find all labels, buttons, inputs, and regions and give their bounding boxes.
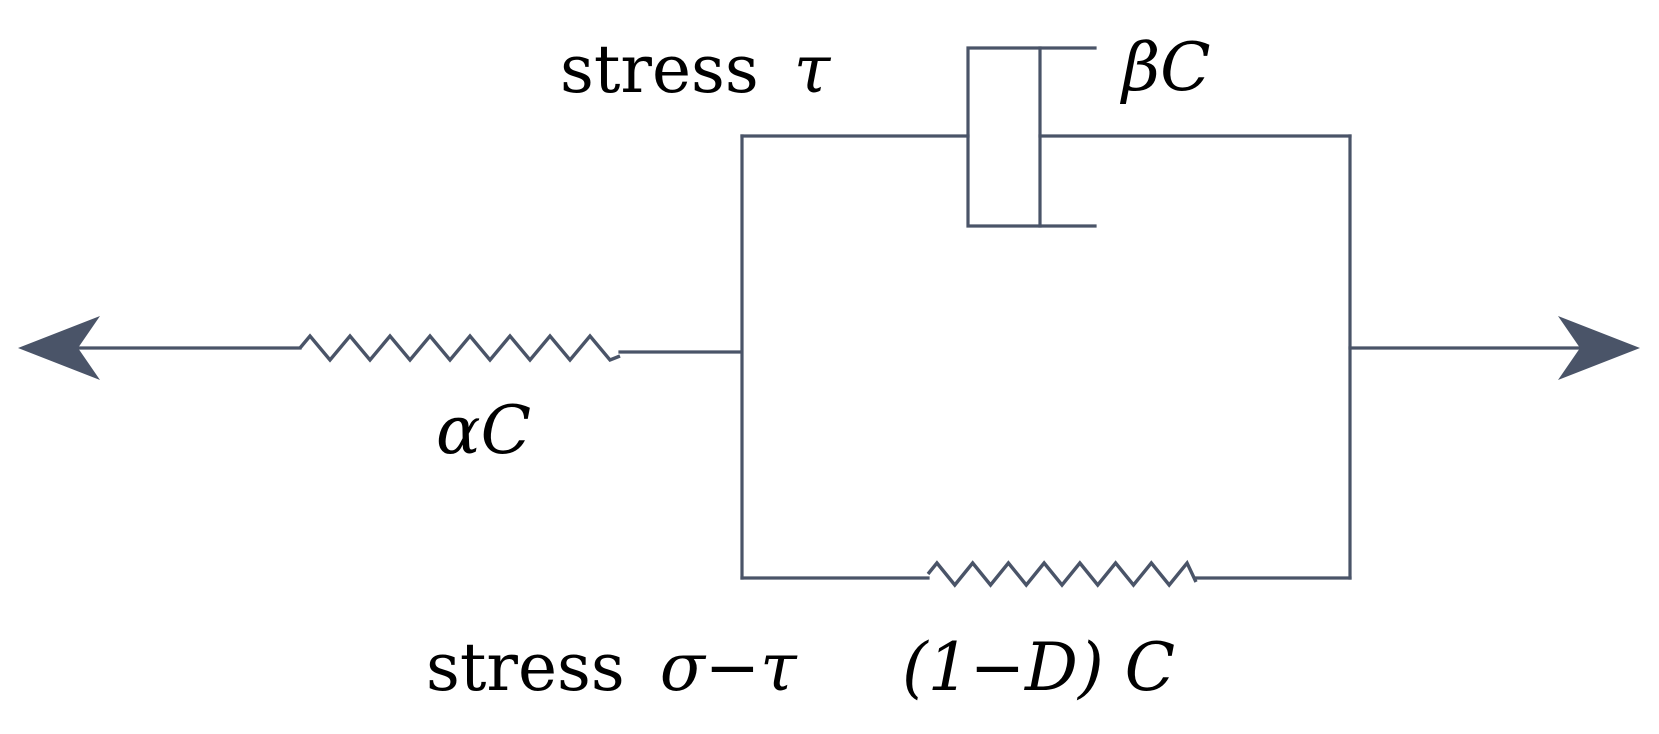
series-spring-label: αC xyxy=(436,392,531,469)
dashpot-label: βC xyxy=(1119,29,1211,106)
tau-symbol: τ xyxy=(794,31,832,108)
stress-tau-word: stress xyxy=(560,31,759,108)
sigma-minus-tau-symbol: σ−τ xyxy=(660,629,798,706)
stress-sigma-tau-label: stress σ−τ xyxy=(426,629,798,706)
arrow-left-icon xyxy=(18,316,302,380)
stress-sigma-tau-word: stress xyxy=(426,629,625,706)
stress-tau-label: stress τ xyxy=(560,31,832,108)
parallel-spring-label: (1−D) C xyxy=(902,629,1175,706)
parallel-frame xyxy=(740,134,1352,580)
parallel-spring xyxy=(926,559,1198,588)
arrow-right-icon xyxy=(1348,316,1640,380)
dashpot-icon xyxy=(966,46,1097,228)
series-spring xyxy=(298,333,742,363)
